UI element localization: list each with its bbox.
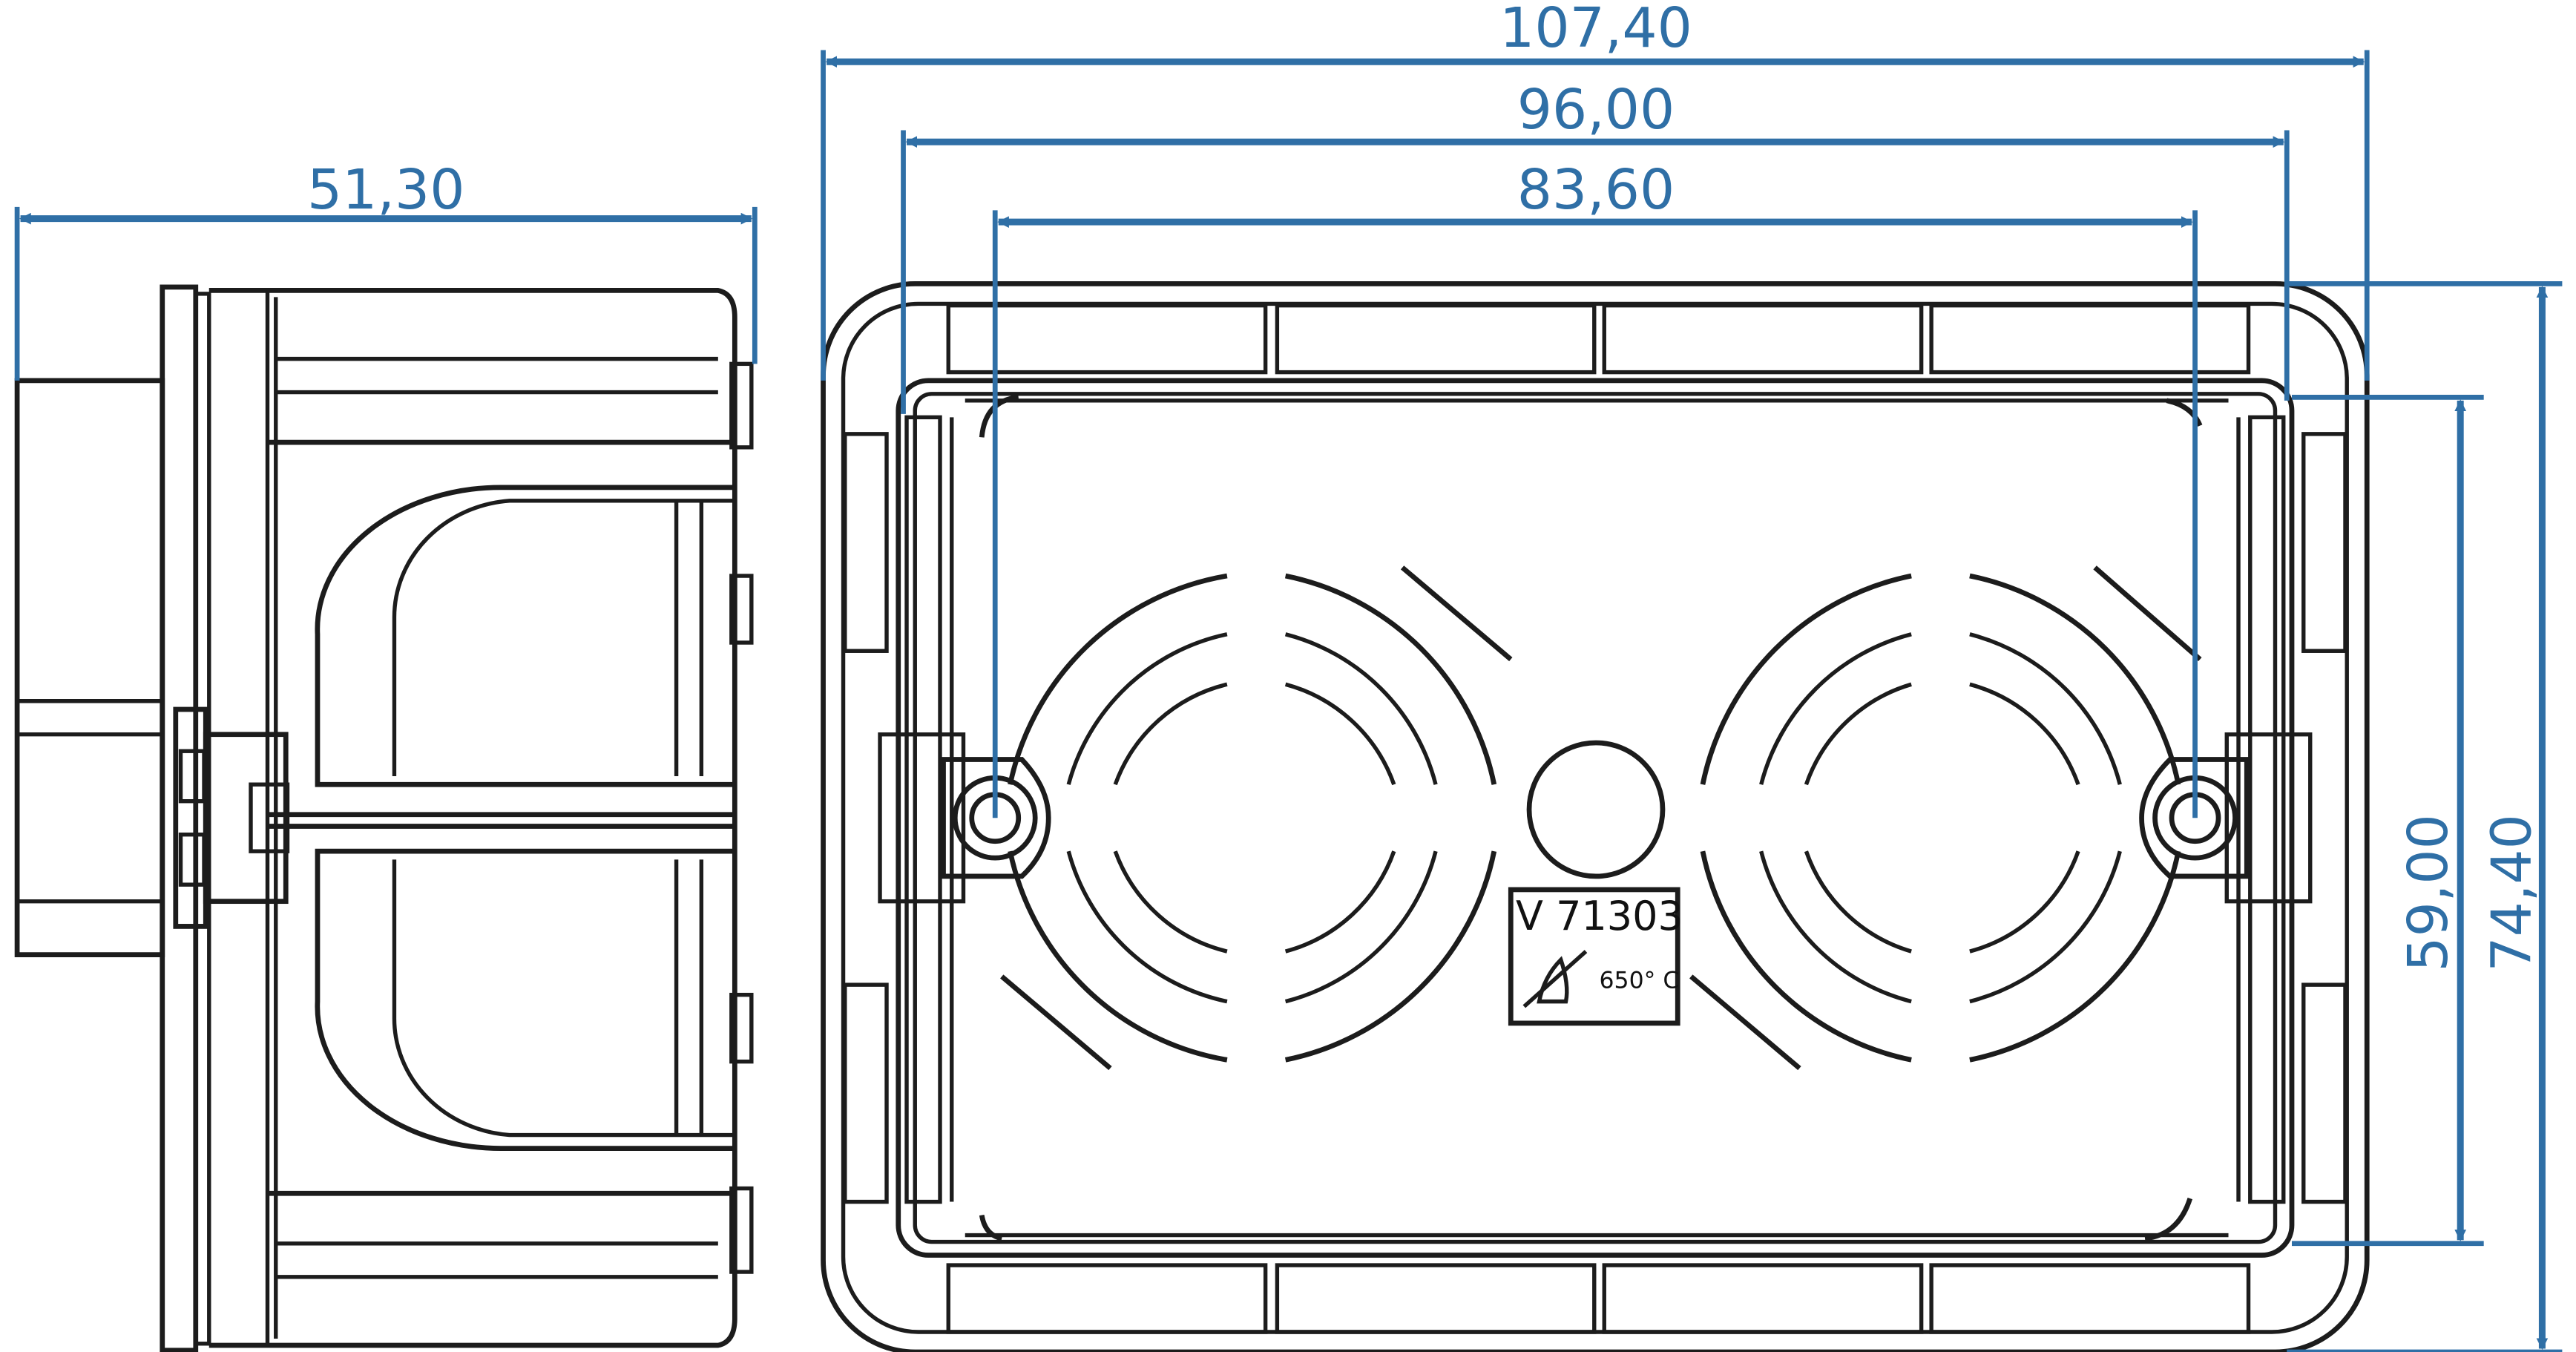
right-knockout (1689, 565, 2202, 1071)
dim-inner-width: 96,00 (1517, 77, 1675, 142)
dimension-lines (14, 50, 2563, 1352)
left-knockout (1000, 565, 1513, 1071)
dim-inner-height: 59,00 (2396, 814, 2460, 971)
front-view: V 71303 650° C (821, 281, 2370, 1352)
product-code: V 71303 (1516, 893, 1683, 939)
temperature-rating: 650° C (1600, 968, 1680, 994)
dimension-labels: 107,40 96,00 83,60 51,30 59,00 74,40 (307, 0, 2544, 972)
dim-total-height: 74,40 (2480, 814, 2544, 971)
dim-total-width: 107,40 (1499, 0, 1692, 60)
dim-screw-spacing: 83,60 (1517, 157, 1675, 222)
side-view (14, 284, 754, 1352)
dim-depth: 51,30 (307, 157, 464, 222)
product-label: V 71303 650° C (1508, 887, 1683, 1026)
